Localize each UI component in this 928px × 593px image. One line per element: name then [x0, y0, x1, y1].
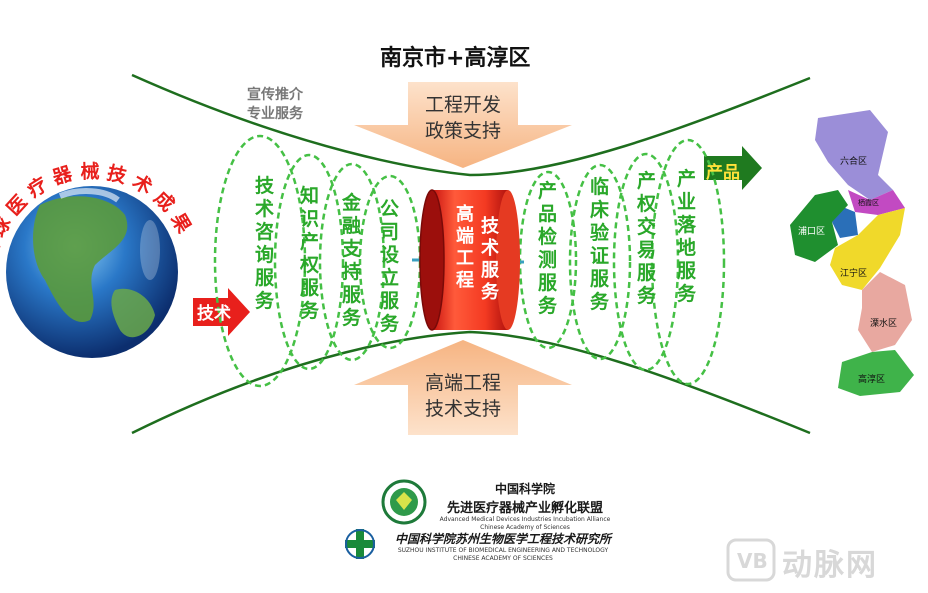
bottom-arrow-line-1: 高端工程: [424, 372, 501, 394]
earth-globe-image: [6, 186, 178, 358]
right-service-2: 临床验证服务: [590, 176, 610, 313]
map-district-pukou: [790, 190, 848, 262]
map-district-gaochun: [838, 350, 914, 396]
right-service-3: 产权交易服务: [637, 170, 657, 307]
output-label: 产品: [706, 163, 740, 183]
service-ellipse-left-2: [273, 153, 345, 371]
funnel-bottom-curve: [131, 330, 811, 435]
drum-col-2: 技术服务: [481, 216, 499, 303]
org1-name-en-2: Chinese Academy of Sciences: [480, 524, 570, 531]
map-label-qixia: 栖霞区: [858, 199, 879, 207]
watermark-logo-icon: VB: [726, 538, 776, 582]
top-arrow-label: 工程开发 政策支持: [408, 92, 518, 144]
bottom-arrow-up: [354, 340, 572, 435]
left-service-3: 金融支持服务: [342, 192, 362, 329]
map-label-jiangning: 江宁区: [840, 269, 868, 279]
map-label-gaochun: 高淳区: [858, 375, 886, 385]
service-ellipse-right-4: [650, 138, 726, 386]
top-arrow-line-2: 政策支持: [424, 120, 501, 142]
top-arrow-line-1: 工程开发: [424, 94, 501, 116]
org-alliance-text: 中国科学院 先进医疗器械产业孵化联盟 Advanced Medical Devi…: [430, 480, 620, 532]
right-service-1: 产品检测服务: [538, 180, 558, 317]
input-label: 技术: [197, 304, 231, 324]
service-ellipse-left-1: [213, 134, 307, 388]
left-service-2: 知识产权服务: [300, 185, 320, 322]
map-label-liuhe: 六合区: [840, 157, 868, 167]
bottom-arrow-line-2: 技术支持: [424, 398, 501, 420]
org1-name-cn-2: 先进医疗器械产业孵化联盟: [446, 501, 603, 516]
nanjing-map: [790, 110, 914, 396]
org1-name-cn-1: 中国科学院: [494, 482, 555, 496]
org2-name-en-1: SUZHOU INSTITUTE OF BIOMEDICAL ENGINEERI…: [397, 547, 609, 554]
core-drum: [419, 189, 520, 331]
org-institute-text: 中国科学院苏州生物医学工程技术研究所 SUZHOU INSTITUTE OF B…: [378, 530, 628, 563]
svg-text:VB: VB: [737, 549, 768, 573]
map-district-lishui: [858, 272, 912, 352]
right-service-4: 产业落地服务: [677, 168, 697, 305]
input-arrow-red: [193, 288, 250, 336]
org2-name-cn: 中国科学院苏州生物医学工程技术研究所: [394, 532, 611, 546]
promo-label: 宣传推介 专业服务: [230, 86, 320, 124]
page-title: 南京市+高淳区: [380, 46, 531, 71]
left-service-4: 公司设立服务: [380, 198, 400, 335]
map-district-qixia: [848, 190, 905, 215]
promo-line-2: 专业服务: [247, 106, 303, 122]
service-ellipse-left-3: [318, 162, 386, 362]
top-arrow-down: [354, 82, 572, 168]
suzhou-institute-logo: [345, 529, 375, 559]
map-label-lishui: 溧水区: [870, 319, 898, 329]
drum-col-1: 高端工程: [456, 204, 474, 291]
map-district-jiangning: [830, 208, 905, 290]
output-arrow-green: [704, 146, 762, 190]
org1-name-en-1: Advanced Medical Devices Industries Incu…: [439, 516, 611, 523]
funnel-top-curve: [131, 73, 811, 177]
promo-line-1: 宣传推介: [247, 87, 303, 103]
org2-name-en-2: CHINESE ACADEMY OF SCIENCES: [453, 555, 553, 562]
cas-alliance-logo: [381, 479, 427, 525]
left-service-1: 技术咨询服务: [255, 175, 275, 312]
map-label-pukou: 浦口区: [798, 227, 826, 237]
watermark-text: 动脉网: [782, 548, 878, 583]
service-ellipse-right-2: [568, 163, 632, 361]
map-district-liuhe: [815, 110, 893, 200]
bottom-arrow-label: 高端工程 技术支持: [408, 370, 518, 422]
service-ellipse-right-3: [612, 152, 680, 372]
